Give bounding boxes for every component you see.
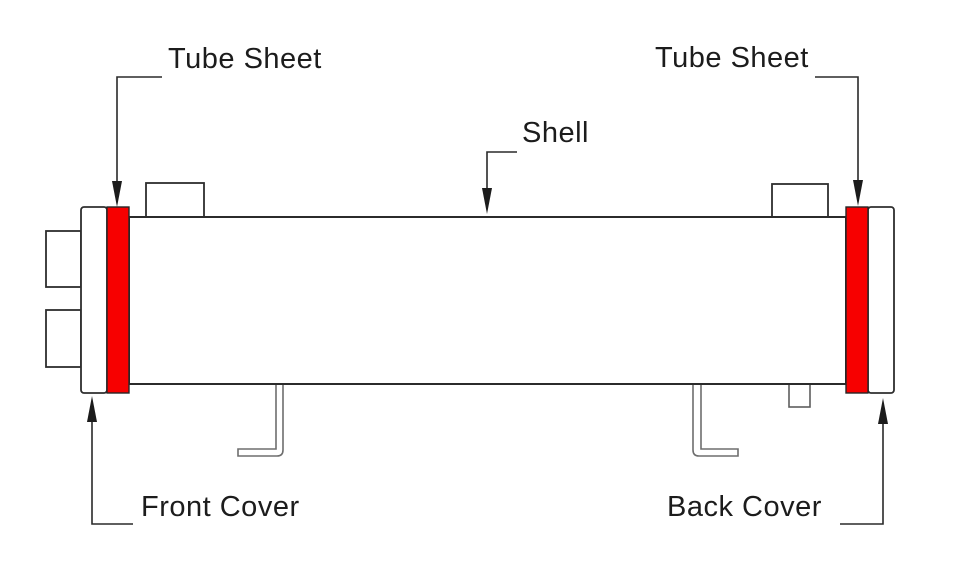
arrow-down-icon <box>853 180 863 206</box>
arrow-up-icon <box>87 396 97 422</box>
leader-tube-sheet-left <box>116 76 162 183</box>
arrow-down-icon <box>112 181 122 207</box>
front-cover-label: Front Cover <box>141 491 300 523</box>
tube-sheet-right-body <box>845 206 869 394</box>
side-nozzle-upper-left <box>45 230 82 288</box>
top-nozzle-right <box>771 183 829 218</box>
support-leg-left <box>237 383 284 457</box>
arrow-up-icon <box>878 398 888 424</box>
arrow-down-icon <box>482 188 492 214</box>
bottom-nozzle-right <box>788 383 811 408</box>
back-cover-label: Back Cover <box>667 491 822 523</box>
front-cover-body <box>80 206 108 394</box>
tube-sheet-left-body <box>106 206 130 394</box>
leader-front-cover <box>91 420 133 525</box>
shell-body <box>128 216 847 385</box>
back-cover-body <box>867 206 895 394</box>
leader-tube-sheet-right <box>815 76 859 182</box>
leader-shell <box>486 151 517 190</box>
leader-back-cover <box>840 422 884 525</box>
shell-label: Shell <box>522 117 589 149</box>
top-nozzle-left <box>145 182 205 218</box>
tube-sheet-left-label: Tube Sheet <box>168 43 322 75</box>
side-nozzle-lower-left <box>45 309 82 368</box>
support-leg-right <box>692 383 739 457</box>
tube-sheet-right-label: Tube Sheet <box>655 42 809 74</box>
